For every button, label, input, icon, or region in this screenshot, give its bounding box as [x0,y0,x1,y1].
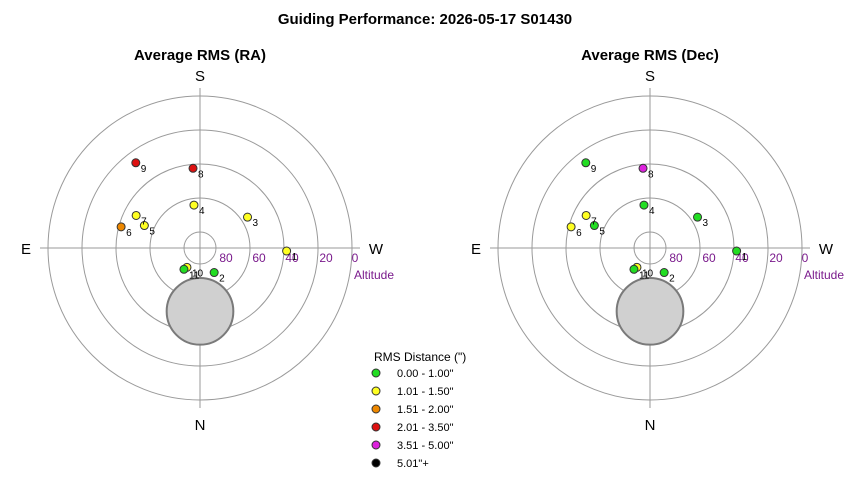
legend-entry-label: 0.00 - 1.00" [397,368,454,380]
legend-entry-label: 1.51 - 2.00" [397,404,454,416]
pier-obstruction [165,277,235,346]
legend-title: RMS Distance (") [374,350,466,364]
plot-title: Average RMS (RA) [134,47,266,64]
guide-point[interactable] [659,268,669,278]
guide-point[interactable] [629,264,639,274]
legend-marker [371,458,381,468]
guide-point-label: 4 [649,206,655,217]
guide-point-label: 6 [576,228,582,239]
guide-point-label: 10 [192,268,204,279]
direction-west: W [369,241,384,258]
guide-point-label: 1 [742,252,748,263]
altitude-axis-label: Altitude [354,268,394,282]
guide-point-label: 1 [292,252,298,263]
guide-point[interactable] [131,158,141,168]
direction-west: W [819,241,834,258]
guide-point-label: 9 [591,164,597,175]
guide-point[interactable] [179,264,189,274]
altitude-tick-label: 60 [252,251,266,265]
altitude-tick-label: 60 [702,251,716,265]
guide-point-label: 9 [141,164,147,175]
guide-point-label: 3 [703,218,709,229]
guide-point[interactable] [282,246,292,256]
guide-point-label: 7 [141,216,147,227]
figure-title: Guiding Performance: 2026-05-17 S01430 [278,11,572,28]
direction-east: E [21,241,31,258]
direction-south: S [195,68,205,85]
guide-point[interactable] [693,212,703,222]
guide-point[interactable] [243,212,253,222]
guide-point[interactable] [589,221,599,231]
guide-point[interactable] [131,210,141,220]
guide-point[interactable] [638,163,648,173]
legend-entry-label: 3.51 - 5.00" [397,440,454,452]
plot-title: Average RMS (Dec) [581,47,719,64]
legend-marker [371,386,381,396]
guide-point-label: 6 [126,228,132,239]
legend-entry-label: 1.01 - 1.50" [397,386,454,398]
guide-point[interactable] [581,158,591,168]
guide-point[interactable] [116,222,126,232]
pier-obstruction [615,277,685,346]
altitude-tick-label: 20 [769,251,783,265]
guide-point-label: 10 [642,268,654,279]
direction-east: E [471,241,481,258]
guide-point-label: 8 [198,169,204,180]
guide-point-label: 11 [639,270,650,281]
guide-point[interactable] [639,200,649,210]
guide-point-label: 2 [669,274,675,285]
guide-point-label: 5 [149,227,155,238]
guide-point-label: 8 [648,169,654,180]
altitude-tick-label: 0 [802,251,809,265]
guide-point[interactable] [139,221,149,231]
guide-point-label: 4 [199,206,205,217]
legend-entry-label: 5.01"+ [397,458,429,470]
altitude-tick-label: 80 [219,251,233,265]
guide-point[interactable] [188,163,198,173]
guide-point[interactable] [209,268,219,278]
direction-south: S [645,68,655,85]
direction-north: N [645,417,656,434]
altitude-tick-label: 20 [319,251,333,265]
guide-point[interactable] [566,222,576,232]
altitude-axis-label: Altitude [804,268,844,282]
altitude-tick-label: 0 [352,251,359,265]
guide-point[interactable] [581,210,591,220]
guide-point-label: 7 [591,216,597,227]
guide-point-label: 2 [219,274,225,285]
legend-marker [371,440,381,450]
direction-north: N [195,417,206,434]
guide-point-label: 11 [189,270,200,281]
guide-point[interactable] [189,200,199,210]
guide-point-label: 5 [599,227,605,238]
guide-point[interactable] [732,246,742,256]
legend-marker [371,422,381,432]
altitude-tick-label: 80 [669,251,683,265]
legend-marker [371,404,381,414]
guide-point-label: 3 [253,218,259,229]
rms-legend: RMS Distance (") 0.00 - 1.00" 1.01 - 1.50… [371,350,466,470]
legend-entry-label: 2.01 - 3.50" [397,422,454,434]
legend-marker [371,368,381,378]
